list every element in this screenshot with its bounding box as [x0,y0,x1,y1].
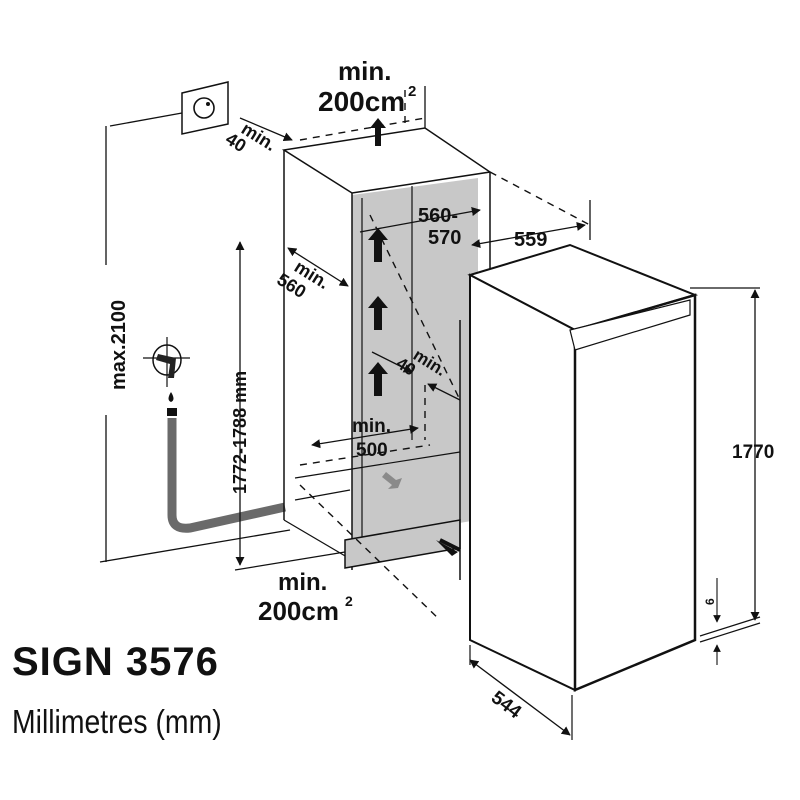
bottom-vent-label: min. 200cm 2 [258,569,353,626]
svg-text:min.: min. [352,416,391,437]
power-socket-icon [109,81,229,135]
appliance-height-label: 1770 [732,442,774,463]
niche-width-label: 560- 570 [418,205,461,249]
water-hose [167,418,286,533]
socket-gap-label: min. 40 [222,118,280,156]
niche-depth-label: min. 560 [273,256,332,302]
svg-text:200cm: 200cm [258,596,339,626]
water-tap-icon [143,337,190,416]
svg-text:2: 2 [345,593,353,609]
svg-text:500: 500 [356,440,388,461]
appliance-width-label: 559 [514,229,547,251]
dimension-lines [234,117,761,740]
max-height-dimension: max.2100 [99,126,291,563]
niche-height-label: 1772-1788 mm [230,371,250,494]
max-height-label: max.2100 [108,300,130,390]
appliance-depth-label: 544 [487,687,525,723]
bottom-gap-label: 6 [703,598,717,605]
svg-text:min.: min. [338,56,391,86]
svg-text:2: 2 [408,83,416,100]
svg-text:200cm: 200cm [318,86,405,117]
svg-text:560-: 560- [418,205,458,227]
units-caption: Millimetres (mm) [12,703,222,740]
depth-min-label: min. 500 [352,416,391,461]
svg-text:min.: min. [278,569,327,596]
airflow-arrow-icon [368,118,461,556]
model-title: SIGN 3576 [12,640,219,684]
svg-text:570: 570 [428,227,461,249]
appliance [459,243,699,692]
top-vent-label: min. 200cm 2 [318,56,416,117]
niche-cabinet [281,86,591,621]
